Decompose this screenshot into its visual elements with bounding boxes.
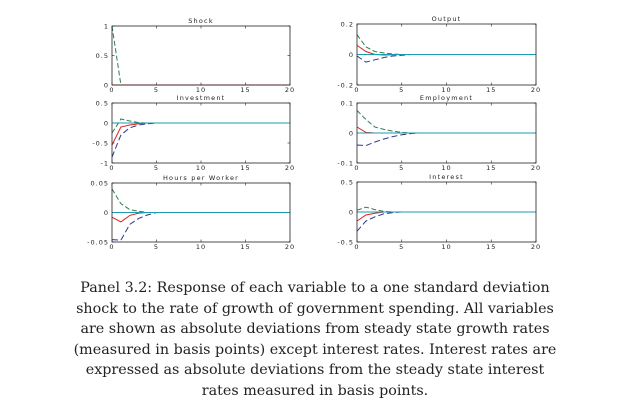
series-line-red bbox=[111, 122, 290, 146]
x-tick-label: 15 bbox=[486, 243, 496, 251]
x-tick-label: 0 bbox=[109, 86, 114, 94]
x-tick-label: 20 bbox=[531, 164, 541, 172]
y-tick-label: 0.2 bbox=[341, 21, 354, 29]
caption-line: rates measured in basis points. bbox=[201, 382, 429, 399]
x-tick-label: 20 bbox=[285, 164, 295, 172]
y-tick-label: 0.5 bbox=[341, 179, 354, 187]
series-line-blue bbox=[111, 122, 290, 158]
y-tick-label: 0 bbox=[349, 130, 354, 138]
plot-frame bbox=[356, 181, 537, 243]
series-line-blue bbox=[356, 211, 536, 232]
x-tick-label: 20 bbox=[285, 86, 295, 94]
x-tick-label: 20 bbox=[531, 243, 541, 251]
x-tick-label: 0 bbox=[109, 243, 114, 251]
subplot-title: Output bbox=[432, 15, 462, 23]
x-tick-label: 0 bbox=[354, 243, 359, 251]
x-tick-label: 0 bbox=[109, 164, 114, 172]
series-line-red bbox=[111, 212, 290, 223]
series-line-red bbox=[356, 126, 536, 134]
x-tick-label: 20 bbox=[531, 86, 541, 94]
x-tick-label: 10 bbox=[196, 86, 206, 94]
y-tick-label: -1 bbox=[101, 160, 109, 168]
y-tick-label: 0 bbox=[104, 209, 109, 217]
series-line-green bbox=[356, 34, 536, 55]
series-line-blue bbox=[356, 132, 536, 147]
x-tick-label: 5 bbox=[399, 243, 404, 251]
x-tick-label: 0 bbox=[354, 164, 359, 172]
plot-frame bbox=[356, 23, 537, 86]
y-tick-label: 0.05 bbox=[91, 180, 109, 188]
y-tick-label: -0.5 bbox=[337, 239, 354, 247]
x-tick-label: 0 bbox=[354, 86, 359, 94]
x-tick-label: 10 bbox=[196, 243, 206, 251]
series-line-green bbox=[356, 206, 536, 213]
series-line-green bbox=[111, 118, 290, 134]
y-tick-label: 0 bbox=[349, 51, 354, 59]
x-tick-label: 5 bbox=[154, 86, 159, 94]
series-line-blue bbox=[356, 54, 536, 63]
y-tick-label: 0 bbox=[104, 82, 109, 90]
x-tick-label: 5 bbox=[154, 164, 159, 172]
series-line-blue bbox=[111, 212, 290, 241]
x-tick-label: 5 bbox=[399, 164, 404, 172]
series-line-red bbox=[356, 44, 536, 56]
x-tick-label: 15 bbox=[486, 86, 496, 94]
figure-caption: Panel 3.2: Response of each variable to … bbox=[40, 278, 590, 401]
y-tick-label: 0.5 bbox=[96, 100, 109, 108]
plot-frame bbox=[111, 102, 291, 164]
x-tick-label: 5 bbox=[154, 243, 159, 251]
caption-line: expressed as absolute deviations from th… bbox=[85, 362, 545, 378]
x-tick-label: 20 bbox=[285, 243, 295, 251]
y-tick-label: 0 bbox=[349, 209, 354, 217]
plot-frame bbox=[111, 182, 291, 243]
caption-line: Panel 3.2: Response of each variable to … bbox=[80, 280, 550, 296]
plot-frame bbox=[356, 102, 537, 164]
x-tick-label: 10 bbox=[441, 164, 451, 172]
y-tick-label: 1 bbox=[104, 23, 109, 31]
caption-line: (measured in basis points) except intere… bbox=[73, 341, 557, 358]
subplot-title: Shock bbox=[188, 17, 214, 25]
plot-frame bbox=[111, 25, 291, 86]
subplot-investment: Investment 0 5 10 15 20 -1 -0.5 0 0.5 bbox=[92, 94, 295, 172]
series-line-green bbox=[111, 25, 290, 86]
caption-line: shock to the rate of growth of governmen… bbox=[76, 300, 554, 317]
x-tick-label: 15 bbox=[240, 243, 250, 251]
subplot-shock: Shock 0 5 10 15 20 0 0.5 1 bbox=[96, 17, 295, 94]
x-tick-label: 10 bbox=[441, 86, 451, 94]
x-tick-label: 15 bbox=[486, 164, 496, 172]
y-tick-label: 0 bbox=[104, 120, 109, 128]
y-tick-label: -0.1 bbox=[337, 160, 354, 168]
series-line-green bbox=[356, 110, 536, 134]
x-tick-label: 15 bbox=[240, 86, 250, 94]
y-tick-label: -0.05 bbox=[87, 239, 109, 247]
x-tick-label: 10 bbox=[196, 164, 206, 172]
x-tick-label: 10 bbox=[441, 243, 451, 251]
caption-line: are shown as absolute deviations from st… bbox=[80, 321, 550, 337]
subplot-title: Interest bbox=[429, 173, 464, 181]
y-tick-label: 0.1 bbox=[341, 100, 354, 108]
y-tick-label: -0.5 bbox=[92, 140, 109, 148]
x-tick-label: 15 bbox=[240, 164, 250, 172]
subplot-title: Investment bbox=[177, 94, 226, 102]
y-tick-label: -0.2 bbox=[337, 82, 354, 90]
x-tick-label: 5 bbox=[399, 86, 404, 94]
subplot-title: Employment bbox=[420, 94, 473, 102]
y-tick-label: 0.5 bbox=[96, 52, 109, 60]
subplot-title: Hours per Worker bbox=[163, 174, 239, 182]
series-line-green bbox=[111, 188, 290, 213]
